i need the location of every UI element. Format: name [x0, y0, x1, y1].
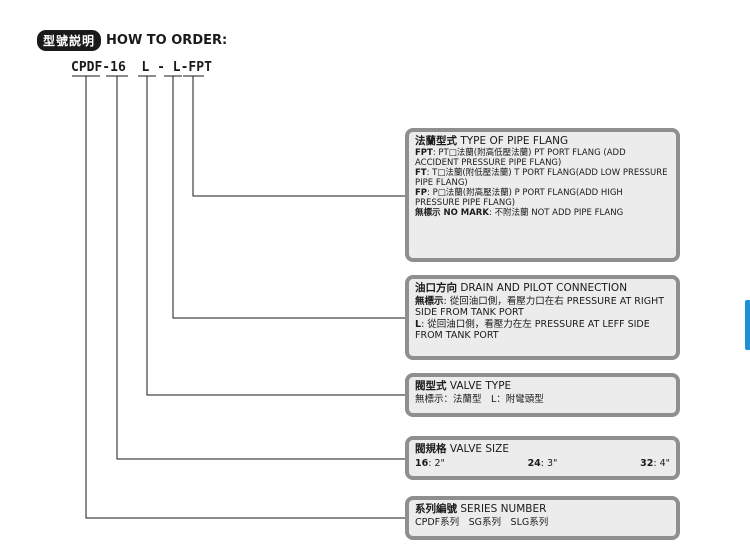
code-flange: FPT [188, 60, 212, 75]
valve-size-row: 16: 2" 24: 3" 32: 4" [415, 458, 670, 469]
order-header: 型號説明 HOW TO ORDER: [37, 30, 227, 51]
code-series: CPDF- [71, 60, 111, 75]
flange-item-text: : PT□法蘭(附高低壓法蘭) PT PORT FLANG (ADD ACCID… [415, 148, 626, 168]
valve-type-title-en: VALVE TYPE [449, 380, 512, 392]
underline-conn [164, 75, 405, 319]
flange-title-cn: 法蘭型式 [415, 135, 457, 147]
code-size: 16 [110, 60, 126, 75]
spec-badge: 型號説明 [37, 30, 102, 51]
model-code: CPDF-16 L - L-FPT [71, 60, 212, 75]
drain-title-en: DRAIN AND PILOT CONNECTION [460, 282, 628, 294]
code-type: L [141, 60, 150, 75]
flange-item-text: : 不附法蘭 NOT ADD PIPE FLANG [488, 208, 624, 218]
size-option: 24: 3" [527, 458, 558, 469]
flange-item-code: FP [415, 188, 428, 198]
flange-item-code: 無標示 NO MARK [415, 208, 489, 218]
drain-title-cn: 油口方向 [415, 282, 457, 294]
valve-type-title-cn: 閥型式 [415, 380, 447, 392]
flange-item-text: : T□法蘭(附低壓法蘭) T PORT FLANG(ADD LOW PRESS… [415, 168, 668, 188]
size-option: 16: 2" [415, 458, 445, 469]
valve-size-title-en: VALVE SIZE [449, 443, 509, 455]
drain-item-code: 無標示 [415, 296, 444, 307]
drain-item-code: L [415, 319, 422, 330]
code-separator: - [157, 60, 165, 75]
series-number-box: 系列編號 SERIES NUMBER CPDF系列 SG系列 SLG系列 [405, 496, 680, 540]
flange-type-box: 法蘭型式 TYPE OF PIPE FLANG FPT: PT□法蘭(附高低壓法… [405, 128, 680, 262]
valve-size-title-cn: 閥規格 [415, 443, 447, 455]
flange-title-en: TYPE OF PIPE FLANG [460, 135, 569, 147]
series-title-cn: 系列編號 [415, 503, 457, 515]
valve-type-box: 閥型式 VALVE TYPE 無標示：法蘭型 L：附彎頭型 [405, 373, 680, 417]
underline-flange [183, 75, 405, 197]
series-title-en: SERIES NUMBER [460, 503, 547, 515]
underline-type [138, 75, 405, 396]
flange-item-code: FT [415, 168, 427, 178]
series-line: CPDF系列 SG系列 SLG系列 [415, 517, 549, 528]
underline-size [106, 75, 405, 460]
drain-connection-box: 油口方向 DRAIN AND PILOT CONNECTION 無標示: 從回油… [405, 275, 680, 360]
valve-size-box: 閥規格 VALVE SIZE 16: 2" 24: 3" 32: 4" [405, 436, 680, 480]
code-connection: L- [172, 60, 189, 75]
flange-item-code: FPT [415, 148, 433, 158]
flange-item-text: : P□法蘭(附高壓法蘭) P PORT FLANG(ADD HIGH PRES… [415, 188, 623, 208]
how-to-order-title: HOW TO ORDER: [106, 33, 228, 48]
valve-type-line: 無標示：法蘭型 L：附彎頭型 [415, 394, 544, 405]
size-option: 32: 4" [640, 458, 670, 469]
drain-item-text: : 從回油口側，看壓力口在右 PRESSURE AT RIGHT SIDE FR… [415, 296, 665, 318]
underline-series [72, 75, 405, 519]
page-side-tab[interactable] [745, 300, 750, 350]
drain-item-text: : 從回油口側，看壓力在左 PRESSURE AT LEFF SIDE FROM… [415, 319, 650, 341]
